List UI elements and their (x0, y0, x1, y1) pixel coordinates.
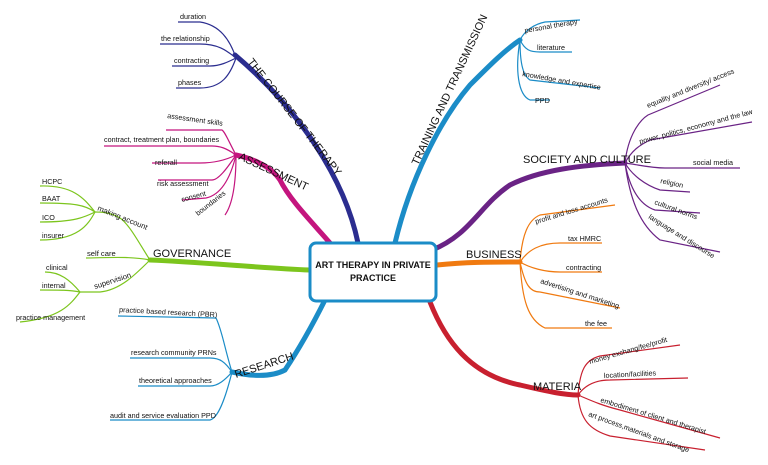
assessment-branch (233, 152, 333, 246)
training-branch (392, 37, 523, 246)
assessment-item-referall: referall (155, 158, 177, 167)
training-group (517, 19, 601, 101)
society-item-religion: religion (660, 176, 685, 190)
business-item-advertising: advertising and marketing (539, 276, 620, 310)
course-item-relationship: the relationship (161, 34, 210, 43)
business-item-tax: tax HMRC (568, 234, 601, 243)
assessment-item-consent: consent (180, 189, 207, 204)
gov-making-account: making account (96, 204, 150, 233)
research-group (110, 315, 233, 421)
course-group (160, 21, 237, 89)
business-item-fee: the fee (585, 319, 607, 328)
training-title: TRAINING AND TRANSMISSION (410, 13, 491, 167)
center-title-line1: ART THERAPY IN PRIVATE (315, 260, 431, 270)
course-item-contracting: contracting (174, 56, 209, 65)
business-item-contracting: contracting (566, 263, 601, 272)
course-item-duration: duration (180, 12, 206, 21)
training-item-literature: literature (537, 43, 565, 52)
gov-item-hcpc: HCPC (42, 177, 62, 186)
center-node: ART THERAPY IN PRIVATE PRACTICE (308, 241, 438, 303)
materia-item-location: location/facilities (604, 368, 657, 380)
research-item-audit: audit and service evaluation PPD (110, 411, 216, 420)
materia-item-embodiment: embodiment of client and therapist (599, 395, 707, 436)
business-item-profit: profit and loss accounts (534, 195, 609, 226)
gov-item-clinical: clinical (46, 263, 68, 272)
training-item-ppd: PPD (535, 96, 550, 105)
society-item-language: language and discourse (647, 212, 716, 260)
materia-title: MATERIA (533, 381, 582, 393)
training-item-therapy: personal therapy (524, 17, 579, 35)
gov-item-baat: BAAT (42, 194, 61, 203)
research-item-prns: research community PRNs (131, 348, 217, 357)
materia-item-money: money exchang/fee/profit (588, 335, 668, 366)
assessment-item-risk: risk assessment (157, 179, 209, 188)
society-title: SOCIETY AND CULTURE (523, 154, 651, 166)
governance-branch (147, 257, 313, 273)
gov-item-internal: internal (42, 281, 66, 290)
gov-supervision: supervision (93, 270, 132, 290)
business-title: BUSINESS (466, 249, 522, 261)
gov-item-practice: practice management (16, 313, 85, 322)
society-item-media: social media (693, 158, 733, 167)
society-item-power: power, politics, economy and the law (638, 107, 754, 146)
business-branch (434, 259, 523, 268)
business-group (519, 204, 621, 329)
materia-group (577, 344, 721, 451)
assessment-item-skills: assessment skills (167, 111, 224, 128)
society-branch (429, 160, 628, 253)
research-branch (229, 297, 328, 378)
governance-title: GOVERNANCE (153, 248, 231, 260)
assessment-title: ASSESSMENT (237, 151, 310, 194)
research-item-theory: theoretical approaches (139, 376, 212, 385)
gov-item-ico: ICO (42, 213, 55, 222)
gov-item-insurer: insurer (42, 231, 65, 240)
assessment-group (104, 129, 237, 216)
materia-item-art: art process,materials and storage (587, 409, 690, 454)
center-title-line2: PRACTICE (350, 273, 396, 283)
society-item-equality: equality and diversity/ access (645, 66, 735, 110)
course-branch (232, 52, 361, 246)
materia-branch (427, 299, 581, 398)
gov-self-care: self care (87, 249, 116, 258)
assessment-item-contract: contract, treatment plan, boundaries (104, 135, 219, 144)
governance-group (19, 185, 151, 323)
society-group (624, 84, 753, 253)
course-item-phases: phases (178, 78, 202, 87)
